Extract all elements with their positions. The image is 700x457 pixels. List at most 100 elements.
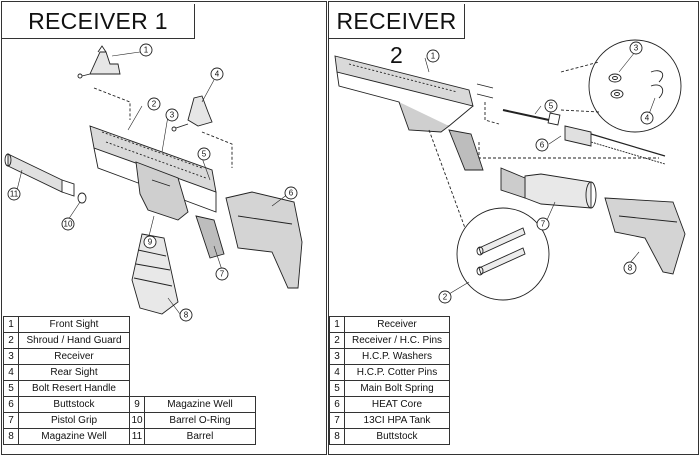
part-number: 10 — [129, 412, 145, 429]
part-number: 3 — [329, 348, 345, 365]
part-name: Pistol Grip — [18, 412, 130, 429]
part-number: 6 — [329, 396, 345, 413]
svg-text:6: 6 — [540, 141, 545, 150]
svg-text:8: 8 — [628, 264, 633, 273]
part-name: H.C.P. Cotter Pins — [344, 364, 450, 381]
callout-3: 3 — [165, 108, 179, 122]
hand-guard-drawing — [89, 125, 217, 213]
part-name: Buttstock — [344, 428, 450, 445]
svg-text:3: 3 — [634, 44, 639, 53]
pins-detail-drawing — [456, 207, 550, 301]
magazine-drawing — [131, 233, 179, 315]
part-name: Main Bolt Spring — [344, 380, 450, 397]
part-name: Receiver — [344, 316, 450, 333]
part-name: Buttstock — [18, 396, 130, 413]
barrel-drawing — [4, 153, 75, 197]
washers-detail-drawing — [588, 39, 682, 133]
barrel-o-ring-drawing — [77, 192, 87, 204]
callout-7: 7 — [536, 217, 550, 231]
heat-core-drawing — [564, 125, 666, 165]
part-number: 7 — [329, 412, 345, 429]
receiver-2-title: RECEIVER 2 — [329, 4, 465, 68]
part-name: Shroud / Hand Guard — [18, 332, 130, 349]
part-number: 11 — [129, 428, 145, 445]
part-name: Receiver — [18, 348, 130, 365]
part-number: 1 — [329, 316, 345, 333]
part-name: HEAT Core — [344, 396, 450, 413]
rear-sight-drawing — [171, 95, 213, 132]
receiver-pins-drawing — [476, 83, 494, 99]
receiver-2-callouts: 1 2 3 4 5 6 7 8 — [426, 41, 654, 304]
pistol-grip-drawing — [195, 215, 225, 259]
part-number: 3 — [3, 348, 19, 365]
part-number: 5 — [3, 380, 19, 397]
part-number: 2 — [3, 332, 19, 349]
svg-text:1: 1 — [431, 52, 436, 61]
part-name: Magazine Well — [144, 396, 256, 413]
part-name: Receiver / H.C. Pins — [344, 332, 450, 349]
main-bolt-spring-drawing — [502, 109, 561, 126]
svg-text:10: 10 — [64, 220, 73, 229]
callout-1: 1 — [139, 43, 153, 57]
svg-text:7: 7 — [220, 270, 225, 279]
part-name: H.C.P. Washers — [344, 348, 450, 365]
callout-2: 2 — [147, 97, 161, 111]
receiver-1-exploded-view: 1 2 3 4 5 6 7 8 9 10 11 — [4, 43, 303, 322]
part-name: Bolt Resert Handle — [18, 380, 130, 397]
part-name: Magazine Well — [18, 428, 130, 445]
callout-11: 11 — [7, 187, 21, 201]
svg-text:11: 11 — [10, 190, 19, 199]
callout-6: 6 — [535, 138, 549, 152]
grip-drawing — [448, 129, 484, 171]
callout-6: 6 — [284, 186, 298, 200]
callout-8: 8 — [179, 308, 193, 322]
svg-text:7: 7 — [541, 220, 546, 229]
part-number: 9 — [129, 396, 145, 413]
part-number: 2 — [329, 332, 345, 349]
callout-5: 5 — [197, 147, 211, 161]
part-name: Front Sight — [18, 316, 130, 333]
svg-text:8: 8 — [184, 311, 189, 320]
svg-text:5: 5 — [202, 150, 207, 159]
callout-3: 3 — [629, 41, 643, 55]
hpa-tank-drawing — [500, 167, 597, 209]
part-number: 5 — [329, 380, 345, 397]
svg-text:9: 9 — [148, 238, 153, 247]
callout-10: 10 — [61, 217, 75, 231]
part-name: Rear Sight — [18, 364, 130, 381]
svg-text:1: 1 — [144, 46, 149, 55]
svg-text:2: 2 — [443, 293, 448, 302]
svg-text:4: 4 — [645, 114, 650, 123]
part-name: Barrel — [144, 428, 256, 445]
part-number: 4 — [329, 364, 345, 381]
receiver-1-title: RECEIVER 1 — [2, 4, 195, 39]
part-number: 6 — [3, 396, 19, 413]
part-number: 7 — [3, 412, 19, 429]
buttstock-drawing — [604, 197, 686, 275]
svg-text:2: 2 — [152, 100, 157, 109]
part-number: 1 — [3, 316, 19, 333]
part-number: 8 — [329, 428, 345, 445]
part-name: 13CI HPA Tank — [344, 412, 450, 429]
part-name: Barrel O-Ring — [144, 412, 256, 429]
callout-7: 7 — [215, 267, 229, 281]
svg-text:3: 3 — [170, 111, 175, 120]
